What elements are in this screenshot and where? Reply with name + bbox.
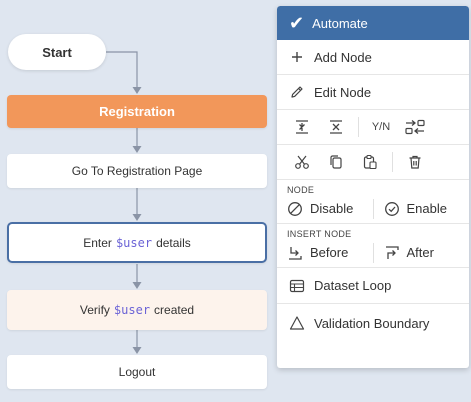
insert-node-row: Before After [277,238,469,268]
yes-no-label: Y/N [371,121,391,133]
node-group-label: NODE [287,185,315,195]
menu-item-validation-boundary[interactable]: Validation Boundary [277,304,469,342]
split-icon [330,120,342,134]
menu-item-edit-node[interactable]: Edit Node [277,75,469,110]
clipboard-action-row [277,145,469,180]
disable-button[interactable]: Disable [277,194,373,223]
node-action-row: Y/N [277,110,469,145]
menu-item-label: Validation Boundary [314,315,430,331]
trash-icon [409,155,421,169]
paste-button[interactable] [353,149,387,175]
split-nodes-button[interactable] [319,114,353,140]
swap-branches-button[interactable] [398,114,432,140]
menu-item-label: Add Node [314,49,372,65]
menu-item-label: Edit Node [314,84,372,100]
step-node-label: Go To Registration Page [71,164,203,178]
menu-header-label: Automate [312,15,368,31]
insert-after-label: After [406,245,434,260]
delete-button[interactable] [398,149,432,175]
copy-icon [330,155,342,169]
step-node-prefix: Enter [83,235,112,250]
insert-before-label: Before [310,245,349,260]
step-node-go-to-registration[interactable]: Go To Registration Page [7,154,267,188]
cut-button[interactable] [285,149,319,175]
flow-connectors [106,51,142,354]
menu-item-add-node[interactable]: Add Node [277,40,469,75]
context-menu: ✔ Automate Add Node Edit Node Y/N [277,6,469,368]
insert-after-icon [384,245,400,261]
node-state-row: Disable Enable [277,194,469,224]
table-icon [289,278,305,294]
yes-no-button[interactable]: Y/N [364,114,398,140]
start-node-label: Start [42,44,72,60]
scissors-icon [295,155,309,169]
section-node-registration[interactable]: Registration [7,95,267,128]
merge-icon [296,120,308,134]
menu-item-label: Dataset Loop [314,278,392,293]
triangle-icon [289,315,305,331]
insert-after-button[interactable]: After [374,238,470,267]
step-node-suffix: created [154,303,195,317]
insert-before-button[interactable]: Before [277,238,373,267]
section-node-label: Registration [99,104,175,119]
menu-item-automate[interactable]: ✔ Automate [277,6,469,40]
insert-before-icon [287,245,303,261]
flow-canvas[interactable]: Start Registration Go To Registration Pa… [0,0,275,402]
step-node-logout[interactable]: Logout [7,355,267,389]
merge-nodes-button[interactable] [285,114,319,140]
plus-icon [289,49,305,65]
step-node-verify-user-created[interactable]: Verify $user created [7,290,267,330]
enable-label: Enable [406,201,447,216]
step-node-variable: $user [115,235,153,250]
swap-icon [405,119,425,135]
pencil-icon [289,84,305,100]
checkmark-icon: ✔ [289,13,305,33]
divider [392,152,393,172]
check-circle-icon [384,201,400,217]
menu-item-dataset-loop[interactable]: Dataset Loop [277,268,469,304]
step-node-label: Logout [118,365,156,379]
start-node[interactable]: Start [8,34,106,70]
enable-button[interactable]: Enable [374,194,470,223]
divider [372,242,374,263]
step-node-prefix: Verify [79,303,110,317]
divider [372,198,374,219]
clipboard-icon [363,154,377,170]
disabled-icon [287,201,303,217]
step-node-variable: $user [113,303,151,317]
divider [358,117,359,137]
step-node-suffix: details [156,235,191,250]
insert-node-group-label: INSERT NODE [287,229,352,239]
disable-label: Disable [310,201,354,216]
copy-button[interactable] [319,149,353,175]
step-node-enter-user-details[interactable]: Enter $user details [7,222,267,263]
